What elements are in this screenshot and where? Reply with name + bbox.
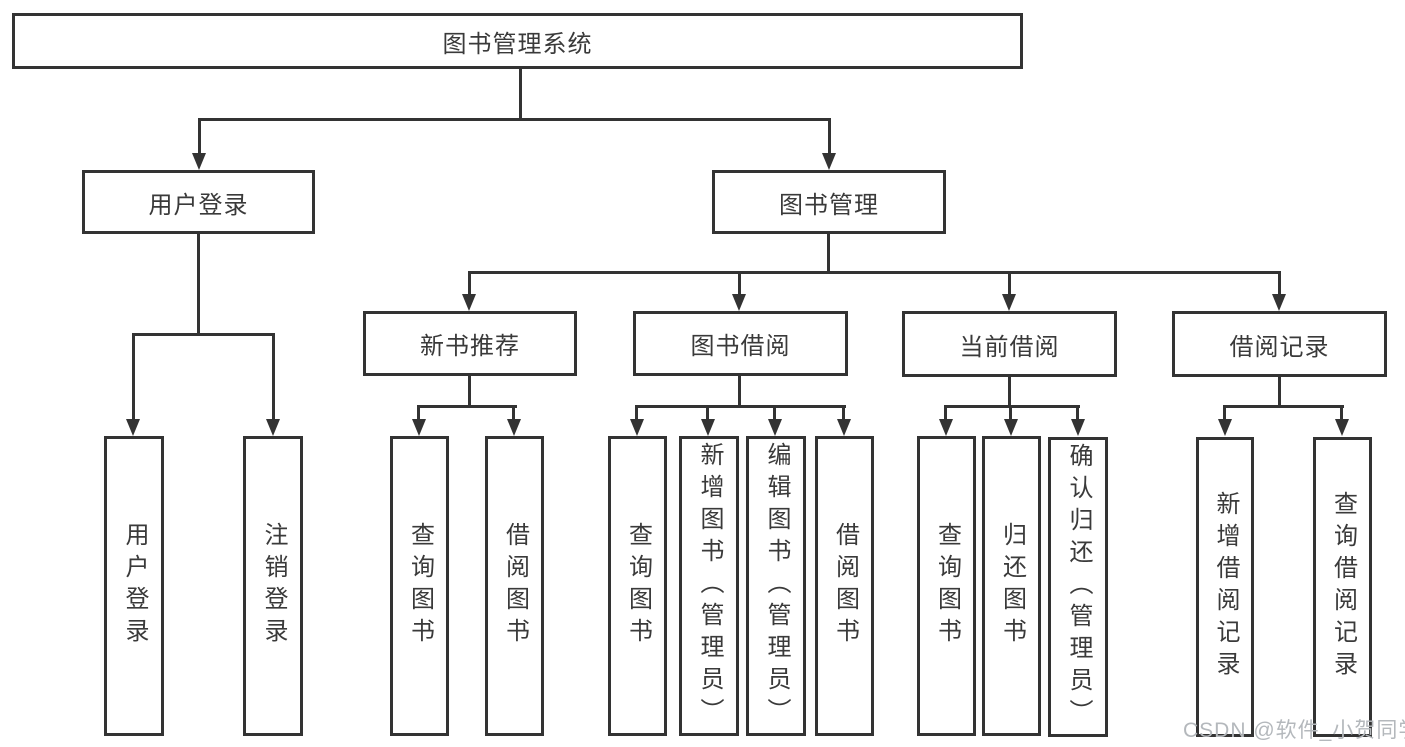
- node-borrow-records-label: 借阅记录: [1229, 333, 1330, 361]
- arrow-down-icon: [126, 419, 140, 436]
- arrow-down-icon: [1272, 294, 1286, 311]
- leaf-borrow-book-recommend: 借阅图书: [485, 436, 544, 736]
- leaf-logout-login-label: 注销登录: [260, 522, 287, 650]
- arrow-down-icon: [837, 419, 851, 436]
- arrow-down-icon: [1218, 419, 1232, 436]
- leaf-query-book-current: 查询图书: [917, 436, 976, 736]
- connector-mgmt-drop-4: [1278, 271, 1281, 297]
- connector-records-hbar: [1223, 405, 1344, 408]
- arrow-down-icon: [822, 153, 836, 170]
- connector-newrec-hbar: [417, 405, 517, 408]
- arrow-down-icon: [701, 419, 715, 436]
- node-book-management: 图书管理: [712, 170, 946, 234]
- connector-root-stem: [519, 68, 522, 120]
- leaf-logout-login: 注销登录: [243, 436, 303, 736]
- arrow-down-icon: [1071, 419, 1085, 436]
- connector-mgmt-stem: [827, 233, 830, 274]
- node-new-book-recommend-label: 新书推荐: [420, 333, 520, 360]
- arrow-down-icon: [768, 419, 782, 436]
- leaf-query-book-borrow-label: 查询图书: [624, 522, 652, 650]
- arrow-down-icon: [630, 419, 644, 436]
- leaf-user-login: 用户登录: [104, 436, 164, 736]
- connector-records-drop-1: [1223, 405, 1226, 421]
- leaf-return-book-label: 归还图书: [998, 522, 1026, 650]
- connector-current-drop-2: [1009, 405, 1012, 421]
- connector-newrec-stem: [468, 376, 471, 408]
- connector-login-stem: [197, 233, 200, 336]
- connector-login-drop-1: [132, 333, 135, 421]
- leaf-edit-book-admin: 编辑图书（管理员）: [746, 436, 806, 736]
- arrow-down-icon: [412, 419, 426, 436]
- leaf-add-book-admin-label: 新增图书（管理员）: [696, 442, 723, 730]
- connector-mgmt-drop-1: [468, 271, 471, 297]
- connector-current-drop-3: [1076, 405, 1079, 421]
- connector-login-drop-2: [272, 333, 275, 421]
- connector-newrec-drop-2: [512, 405, 515, 421]
- connector-borrow-drop-1: [635, 405, 638, 421]
- leaf-add-borrow-record: 新增借阅记录: [1196, 437, 1254, 737]
- connector-borrow-drop-3: [773, 405, 776, 421]
- arrow-down-icon: [192, 153, 206, 170]
- connector-records-stem: [1278, 377, 1281, 408]
- connector-borrow-hbar: [635, 405, 846, 408]
- leaf-query-borrow-record-label: 查询借阅记录: [1329, 491, 1357, 683]
- leaf-return-book: 归还图书: [982, 436, 1041, 736]
- connector-mgmt-hbar: [468, 271, 1281, 274]
- arrow-down-icon: [939, 419, 953, 436]
- leaf-add-book-admin: 新增图书（管理员）: [679, 436, 739, 736]
- csdn-watermark: CSDN @软件_小贺同学: [1183, 719, 1405, 742]
- connector-current-hbar: [944, 405, 1080, 408]
- connector-records-drop-2: [1340, 405, 1343, 421]
- connector-current-drop-1: [944, 405, 947, 421]
- arrow-down-icon: [1004, 419, 1018, 436]
- leaf-borrow-book-recommend-label: 借阅图书: [501, 522, 529, 650]
- node-borrow-records: 借阅记录: [1172, 311, 1387, 377]
- arrow-down-icon: [1002, 294, 1016, 311]
- arrow-down-icon: [462, 294, 476, 311]
- node-book-borrow: 图书借阅: [633, 311, 848, 376]
- leaf-query-book-borrow: 查询图书: [608, 436, 667, 736]
- leaf-query-borrow-record: 查询借阅记录: [1313, 437, 1372, 737]
- leaf-query-book-recommend-label: 查询图书: [406, 522, 434, 650]
- connector-current-stem: [1008, 377, 1011, 408]
- node-current-borrow-label: 当前借阅: [959, 333, 1060, 361]
- node-current-borrow: 当前借阅: [902, 311, 1117, 377]
- leaf-confirm-return-admin: 确认归还（管理员）: [1048, 437, 1108, 737]
- node-user-login: 用户登录: [82, 170, 315, 234]
- leaf-borrow-book-label: 借阅图书: [831, 522, 859, 650]
- connector-newrec-drop-1: [417, 405, 420, 421]
- node-root-label: 图书管理系统: [442, 30, 593, 58]
- arrow-down-icon: [507, 419, 521, 436]
- arrow-down-icon: [732, 294, 746, 311]
- leaf-user-login-label: 用户登录: [121, 522, 148, 650]
- arrow-down-icon: [1335, 419, 1349, 436]
- node-user-login-label: 用户登录: [148, 191, 249, 219]
- node-root-system: 图书管理系统: [12, 13, 1023, 69]
- connector-login-hbar: [132, 333, 275, 336]
- connector-mgmt-drop-2: [738, 271, 741, 297]
- connector-root-drop-left: [198, 118, 201, 155]
- arrow-down-icon: [266, 419, 280, 436]
- leaf-query-book-current-label: 查询图书: [933, 522, 961, 650]
- leaf-borrow-book: 借阅图书: [815, 436, 874, 736]
- node-book-borrow-label: 图书借阅: [690, 333, 791, 360]
- connector-mgmt-drop-3: [1008, 271, 1011, 297]
- connector-borrow-drop-2: [706, 405, 709, 421]
- connector-borrow-stem: [738, 376, 741, 408]
- connector-root-hbar: [198, 118, 831, 121]
- node-new-book-recommend: 新书推荐: [363, 311, 577, 376]
- leaf-add-borrow-record-label: 新增借阅记录: [1212, 491, 1239, 683]
- connector-root-drop-right: [828, 118, 831, 155]
- connector-borrow-drop-4: [842, 405, 845, 421]
- leaf-query-book-recommend: 查询图书: [390, 436, 449, 736]
- node-book-management-label: 图书管理: [779, 191, 879, 219]
- leaf-confirm-return-admin-label: 确认归还（管理员）: [1065, 443, 1092, 731]
- leaf-edit-book-admin-label: 编辑图书（管理员）: [763, 442, 790, 730]
